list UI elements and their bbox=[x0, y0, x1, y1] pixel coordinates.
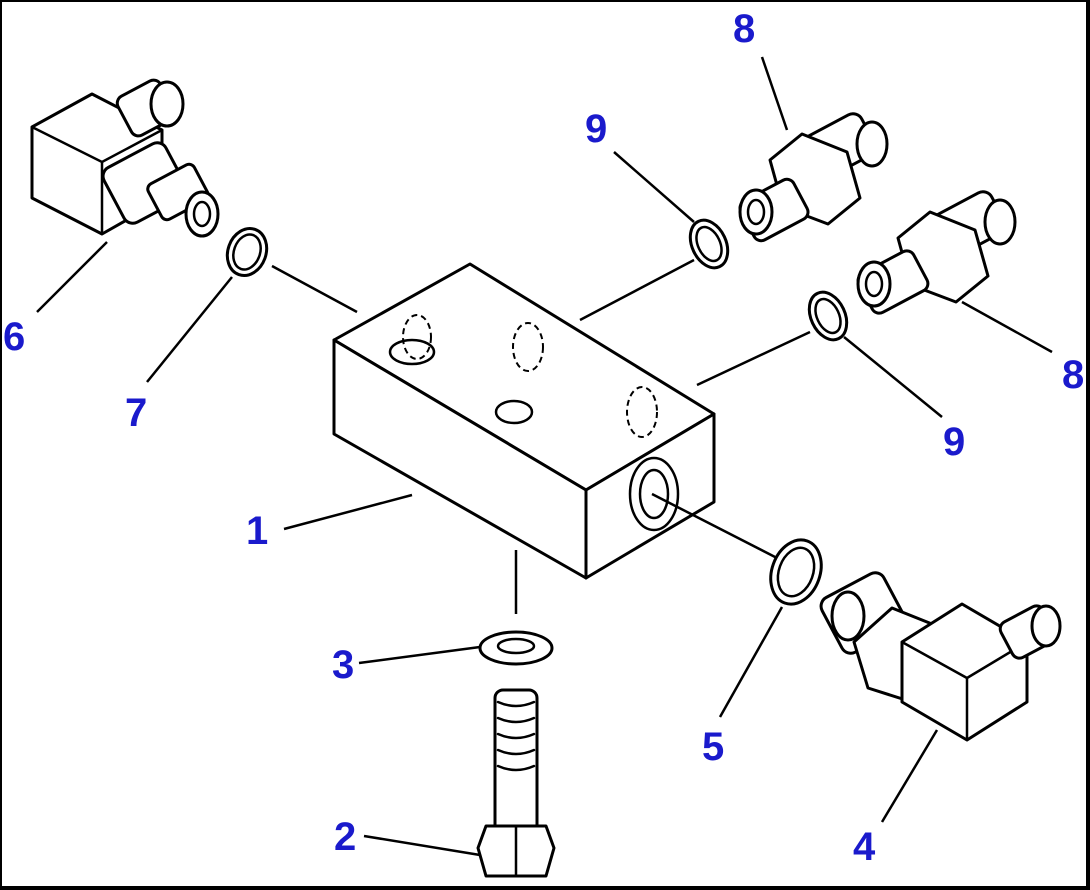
o-ring-lower-right bbox=[769, 538, 823, 606]
washer bbox=[478, 630, 554, 666]
callout-7: 7 bbox=[125, 391, 147, 435]
callout-2: 2 bbox=[334, 815, 356, 859]
straight-fitting-right bbox=[856, 190, 1017, 315]
callout-6: 6 bbox=[3, 315, 25, 359]
callout-9-top: 9 bbox=[585, 107, 607, 151]
o-ring-top bbox=[688, 218, 730, 270]
elbow-fitting-lower-right bbox=[819, 571, 1062, 742]
callout-labels: 1 2 3 4 5 6 7 8 8 9 9 bbox=[3, 7, 1084, 869]
o-ring-left bbox=[225, 227, 269, 277]
valve-block bbox=[332, 262, 716, 580]
bolt bbox=[476, 688, 556, 878]
callout-3: 3 bbox=[332, 643, 354, 687]
o-ring-right bbox=[807, 290, 849, 342]
callout-5: 5 bbox=[702, 725, 724, 769]
callout-9-right: 9 bbox=[943, 420, 965, 464]
callout-1: 1 bbox=[246, 509, 268, 553]
straight-fitting-top bbox=[738, 112, 889, 243]
elbow-fitting-top-left bbox=[30, 78, 220, 238]
callout-4: 4 bbox=[853, 825, 876, 869]
callout-8-top: 8 bbox=[733, 7, 755, 51]
callout-8-right: 8 bbox=[1062, 353, 1084, 397]
leader-lines bbox=[36, 56, 1053, 857]
